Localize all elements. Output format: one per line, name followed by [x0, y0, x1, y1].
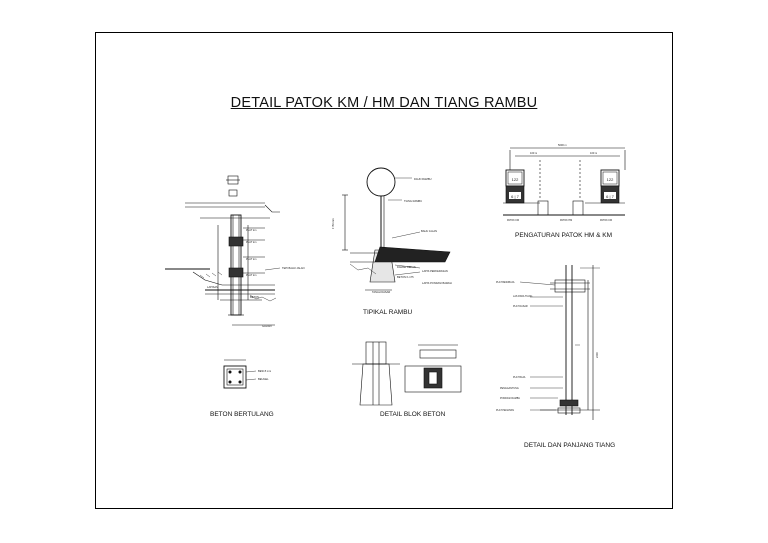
caption-tipikal-rambu: TIPIKAL RAMBU — [363, 309, 413, 316]
svg-text:PLAT DASAR: PLAT DASAR — [513, 305, 528, 308]
patok-km-section: PLAT km PLAT km PLAT km PLAT km TEPI BAH… — [165, 175, 305, 328]
km-markers: 122 122 6 | 7 6 | 7 — [507, 171, 618, 199]
caption-blok-beton: DETAIL BLOK BETON — [380, 411, 446, 418]
svg-text:PLAT PENAHAN: PLAT PENAHAN — [496, 409, 514, 412]
svg-text:PATOK KM: PATOK KM — [600, 219, 612, 222]
svg-text:PLAT km: PLAT km — [246, 273, 256, 277]
svg-text:PLAT km: PLAT km — [246, 240, 256, 244]
svg-text:LAS PADA TIANG: LAS PADA TIANG — [513, 295, 532, 298]
svg-text:DAMAR BEKAS: DAMAR BEKAS — [397, 265, 416, 269]
svg-text:TANAH DASAR: TANAH DASAR — [372, 290, 390, 294]
caption-pengaturan-patok: PENGATURAN PATOK HM & KM — [515, 232, 613, 239]
svg-text:PATOK HM: PATOK HM — [560, 219, 572, 222]
svg-text:BEUGEL: BEUGEL — [258, 377, 269, 381]
drawing-title: DETAIL PATOK KM / HM DAN TIANG RAMBU — [230, 95, 538, 111]
blok-beton-detail — [352, 341, 462, 406]
svg-text:122: 122 — [512, 177, 519, 182]
beton-bertulang-detail: BESI 8 mm BEUGEL — [223, 359, 271, 389]
svg-text:BETON: BETON — [250, 295, 259, 299]
svg-text:LAPIS PONDASI BAWAH: LAPIS PONDASI BAWAH — [422, 281, 452, 285]
svg-text:1750 mm: 1750 mm — [331, 218, 335, 229]
svg-text:PLAT km: PLAT km — [246, 257, 256, 261]
svg-text:LAPISAN: LAPISAN — [207, 285, 218, 289]
svg-text:122: 122 — [607, 177, 614, 182]
svg-text:PLAT BAJA: PLAT BAJA — [513, 376, 526, 379]
svg-text:LAPIS PERKERASAN: LAPIS PERKERASAN — [422, 269, 448, 273]
svg-text:PLAT BESI/BAJA: PLAT BESI/BAJA — [496, 281, 515, 284]
svg-text:PENGGANTUNG: PENGGANTUNG — [500, 387, 519, 390]
svg-text:PONDASI RAMBU: PONDASI RAMBU — [500, 397, 520, 400]
svg-text:BAHU JALAN: BAHU JALAN — [421, 229, 437, 233]
svg-text:6 | 7: 6 | 7 — [606, 194, 614, 199]
svg-text:100 m: 100 m — [530, 151, 537, 155]
svg-text:PLAT km: PLAT km — [246, 228, 256, 232]
detail-tiang: PLAT BESI/BAJA LAS PADA TIANG PLAT DASAR… — [496, 265, 600, 420]
svg-text:GALIAN: GALIAN — [262, 324, 272, 328]
svg-text:BETON K-175: BETON K-175 — [397, 275, 414, 279]
tipikal-rambu: DAUN RAMBU TIANG RAMBU 1750 mm BAHU JALA… — [331, 167, 452, 294]
svg-text:TIANG RAMBU: TIANG RAMBU — [404, 199, 422, 203]
svg-text:2200: 2200 — [595, 352, 599, 358]
svg-text:DAUN RAMBU: DAUN RAMBU — [414, 177, 432, 181]
svg-text:100 m: 100 m — [590, 151, 597, 155]
svg-text:5000 m: 5000 m — [558, 143, 567, 147]
caption-detail-tiang: DETAIL DAN PANJANG TIANG — [524, 442, 616, 449]
svg-text:BESI 8 mm: BESI 8 mm — [258, 369, 271, 373]
svg-text:TEPI BAHU JALAN: TEPI BAHU JALAN — [282, 266, 305, 270]
svg-text:PATOK KM: PATOK KM — [507, 219, 519, 222]
caption-beton-bertulang: BETON BERTULANG — [210, 411, 274, 418]
drawing-frame — [95, 32, 673, 509]
svg-text:6 | 7: 6 | 7 — [511, 194, 519, 199]
